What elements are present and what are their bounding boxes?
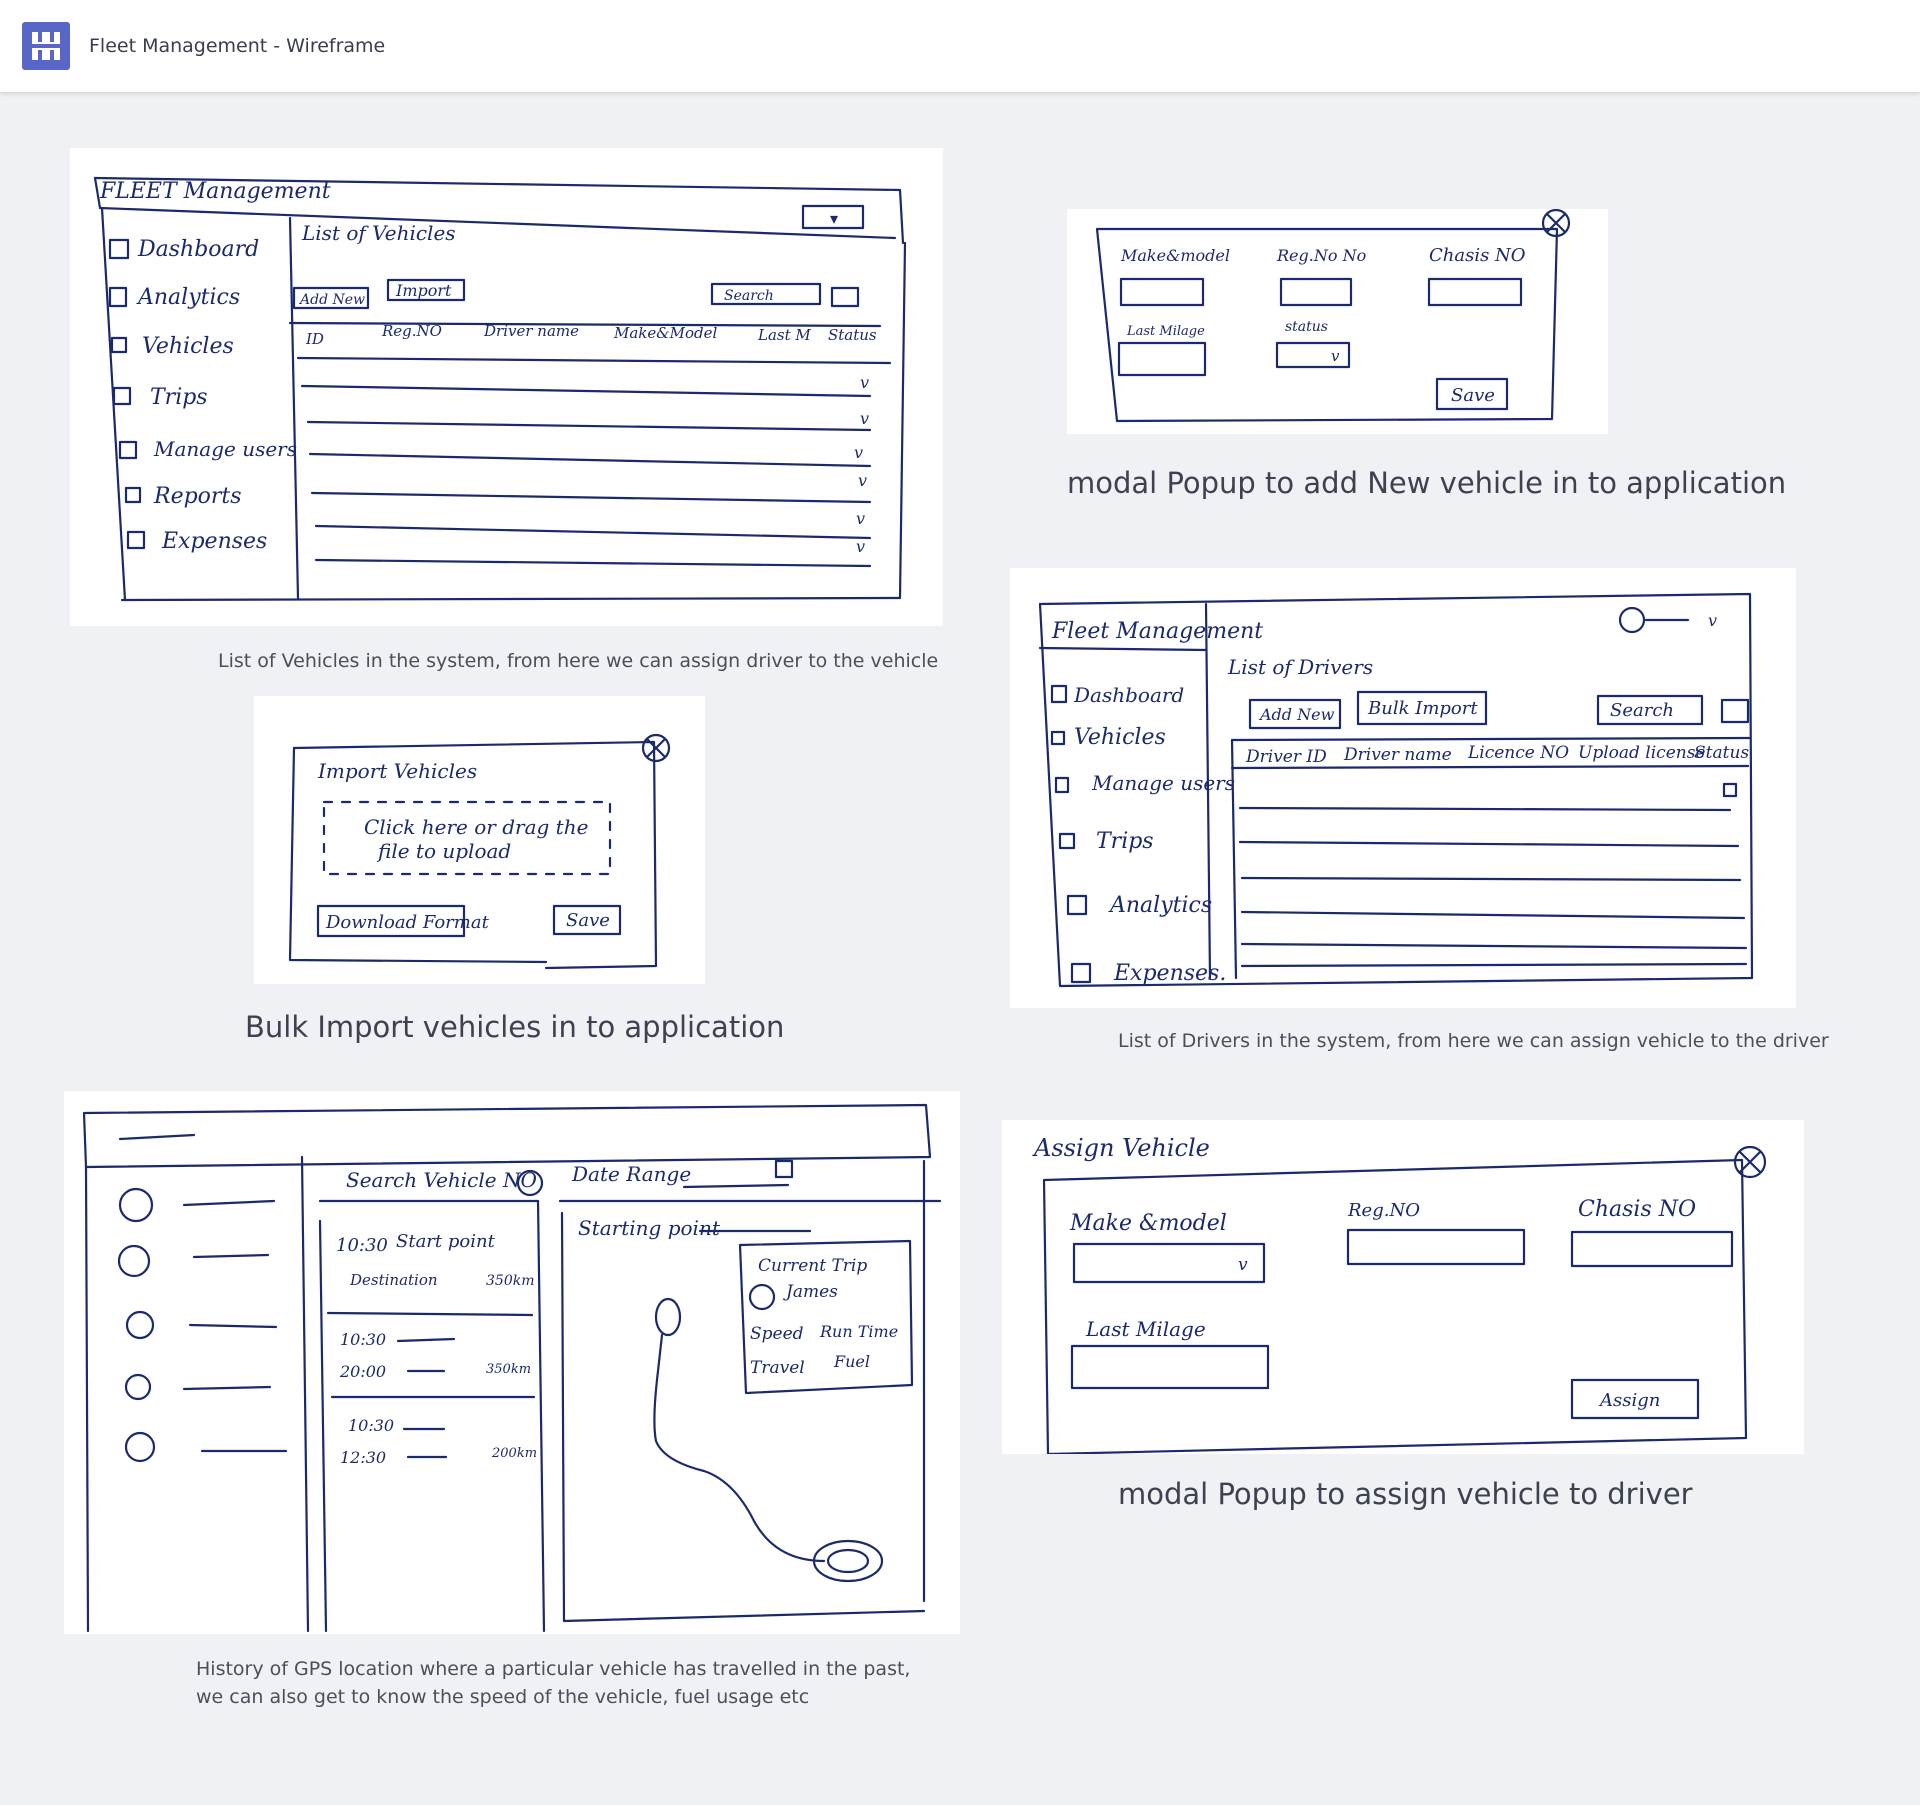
svg-text:Status: Status [1694,743,1749,763]
bulk-import-caption: Bulk Import vehicles in to application [245,1010,785,1044]
svg-text:v: v [856,509,865,528]
svg-text:350km: 350km [486,1362,531,1377]
svg-text:v: v [1238,1255,1248,1275]
svg-text:Save: Save [566,910,610,931]
svg-text:Search: Search [1610,700,1674,721]
svg-text:Import: Import [395,281,452,300]
svg-text:file to upload: file to upload [376,839,511,863]
svg-text:Destination: Destination [349,1271,438,1289]
svg-text:Date Range: Date Range [571,1162,691,1186]
svg-text:Chasis NO: Chasis NO [1429,245,1526,266]
svg-text:Import Vehicles: Import Vehicles [317,759,477,783]
svg-text:Fuel: Fuel [833,1352,870,1371]
vehicles-list-sketch: FLEET Management ▾ Dashboard Analytics V… [70,148,943,626]
svg-text:Dashboard: Dashboard [137,237,259,262]
svg-text:status: status [1285,319,1328,335]
top-bar: Fleet Management - Wireframe [0,0,1920,92]
svg-text:Add New: Add New [298,292,365,308]
svg-text:v: v [1708,611,1717,630]
app-title: Fleet Management - Wireframe [89,35,386,57]
svg-text:Vehicles: Vehicles [1074,725,1166,750]
drivers-list-sketch: Fleet Management v Dashboard Vehicles Ma… [1010,568,1796,1008]
svg-text:Analytics: Analytics [136,285,240,310]
svg-text:Make &model: Make &model [1069,1211,1227,1236]
svg-text:Click here or drag the: Click here or drag the [364,815,588,839]
sidebar-nav: Dashboard Analytics Vehicles Trips Manag… [108,237,297,554]
svg-text:List of Drivers: List of Drivers [1227,655,1373,679]
svg-text:Make&model: Make&model [1120,246,1230,265]
assign-vehicle-modal-sketch: Assign Vehicle Make &model v Reg.NO Chas… [1002,1120,1804,1454]
svg-text:Vehicles: Vehicles [142,334,234,359]
svg-text:Driver ID: Driver ID [1245,747,1327,767]
svg-text:Licence NO: Licence NO [1467,743,1569,763]
svg-text:Driver name: Driver name [1343,745,1452,765]
svg-text:200km: 200km [491,1446,537,1461]
svg-text:Assign Vehicle: Assign Vehicle [1032,1134,1210,1162]
svg-text:v: v [856,537,865,556]
svg-text:Last M: Last M [757,326,811,344]
svg-text:12:30: 12:30 [340,1448,386,1467]
svg-text:20:00: 20:00 [339,1362,386,1381]
drivers-sidebar-nav: Dashboard Vehicles Manage users Trips An… [1050,683,1235,986]
svg-text:10:30: 10:30 [336,1235,388,1256]
svg-text:Save: Save [1451,385,1495,406]
svg-text:10:30: 10:30 [348,1416,394,1435]
svg-text:Make&Model: Make&Model [613,324,717,342]
svg-text:Current Trip: Current Trip [758,1256,867,1276]
svg-text:James: James [783,1282,838,1302]
svg-text:v: v [1331,347,1340,365]
wireframe-logo-icon [22,22,70,70]
svg-text:10:30: 10:30 [340,1330,386,1349]
svg-text:List of Vehicles: List of Vehicles [301,221,456,245]
drivers-list-caption: List of Drivers in the system, from here… [1118,1030,1829,1052]
svg-text:Add New: Add New [1258,705,1335,724]
svg-text:Expenses: Expenses [161,529,267,554]
svg-text:Search: Search [724,288,774,304]
bulk-import-sketch: Import Vehicles Click here or drag the f… [254,696,705,984]
add-vehicle-caption: modal Popup to add New vehicle in to app… [1067,466,1787,500]
svg-text:Reports: Reports [153,484,242,509]
svg-text:Trips: Trips [150,385,208,410]
svg-text:Search Vehicle NO: Search Vehicle NO [346,1168,537,1192]
svg-text:Assign: Assign [1598,1390,1660,1411]
assign-vehicle-caption: modal Popup to assign vehicle to driver [1118,1477,1693,1511]
gps-history-sketch: Search Vehicle NO Date Range 10:30 Start… [64,1091,960,1634]
svg-text:v: v [854,443,863,462]
svg-text:Start point: Start point [396,1231,496,1252]
svg-text:Reg.No No: Reg.No No [1276,246,1366,265]
svg-text:ID: ID [305,330,324,348]
svg-text:Bulk Import: Bulk Import [1367,698,1478,719]
add-vehicle-modal-sketch: Make&model Reg.No No Chasis NO Last Mila… [1067,209,1608,434]
svg-text:v: v [858,471,867,490]
svg-text:Reg.NO: Reg.NO [381,322,442,340]
svg-text:Chasis NO: Chasis NO [1578,1197,1696,1222]
svg-text:Status: Status [828,326,877,344]
svg-text:v: v [860,373,869,392]
gps-history-caption-line2: we can also get to know the speed of the… [196,1686,810,1708]
app-name: FLEET Management [99,179,331,204]
svg-text:350km: 350km [486,1273,534,1289]
svg-text:Upload license: Upload license [1578,743,1706,763]
svg-text:v: v [860,409,869,428]
svg-text:Reg.NO: Reg.NO [1347,1200,1420,1221]
svg-text:Download Format: Download Format [325,912,490,933]
svg-text:Manage users: Manage users [1091,771,1235,795]
svg-text:Dashboard: Dashboard [1073,683,1184,707]
svg-text:Manage users: Manage users [153,437,297,461]
svg-text:Driver name: Driver name [483,322,579,340]
svg-text:Last Milage: Last Milage [1085,1317,1206,1341]
svg-text:Travel: Travel [750,1358,805,1378]
svg-text:Expenses.: Expenses. [1113,961,1226,986]
vehicles-list-caption: List of Vehicles in the system, from her… [218,650,939,672]
gps-history-caption-line1: History of GPS location where a particul… [196,1658,911,1680]
svg-text:Trips: Trips [1096,829,1154,854]
svg-text:Last Milage: Last Milage [1126,324,1205,339]
svg-text:Starting point: Starting point [578,1216,721,1240]
svg-text:▾: ▾ [830,209,838,228]
svg-text:Speed: Speed [750,1324,804,1344]
svg-text:Fleet Management: Fleet Management [1051,619,1263,644]
svg-text:Run Time: Run Time [819,1322,898,1341]
svg-text:Analytics: Analytics [1108,893,1212,918]
